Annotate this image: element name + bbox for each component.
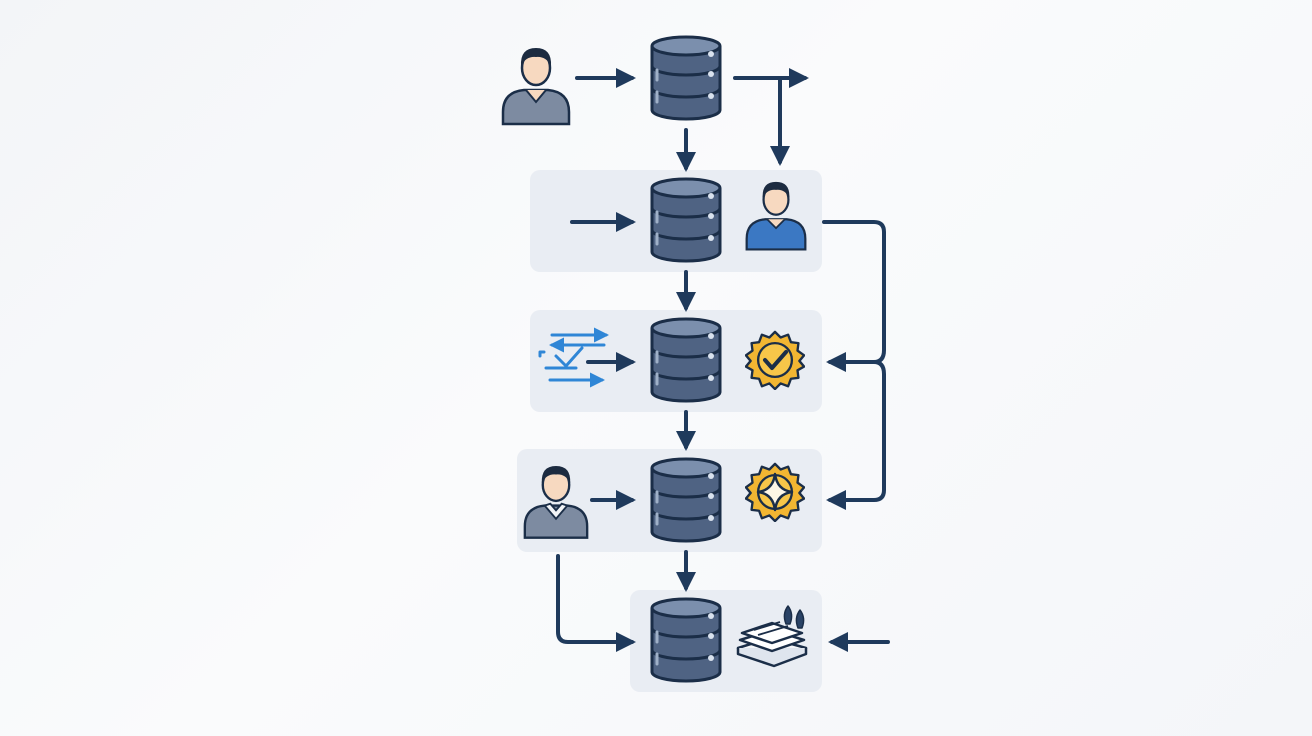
arrow-reviewer-loop-2: [826, 360, 886, 510]
database-icon: [650, 597, 722, 683]
gear-check-badge-icon: [745, 330, 805, 390]
sync-check-icon: [538, 327, 609, 388]
database-icon: [650, 457, 722, 543]
database-icon: [650, 177, 722, 263]
connectors: [556, 68, 890, 652]
database-icon: [650, 317, 722, 403]
document-stack-icon: [736, 605, 808, 668]
gear-star-badge-icon: [745, 462, 805, 522]
arrow-user-to-db5: [556, 554, 636, 652]
user-icon: [501, 46, 571, 126]
arrow-reviewer-loop: [822, 220, 886, 372]
database-icon: [650, 35, 722, 121]
